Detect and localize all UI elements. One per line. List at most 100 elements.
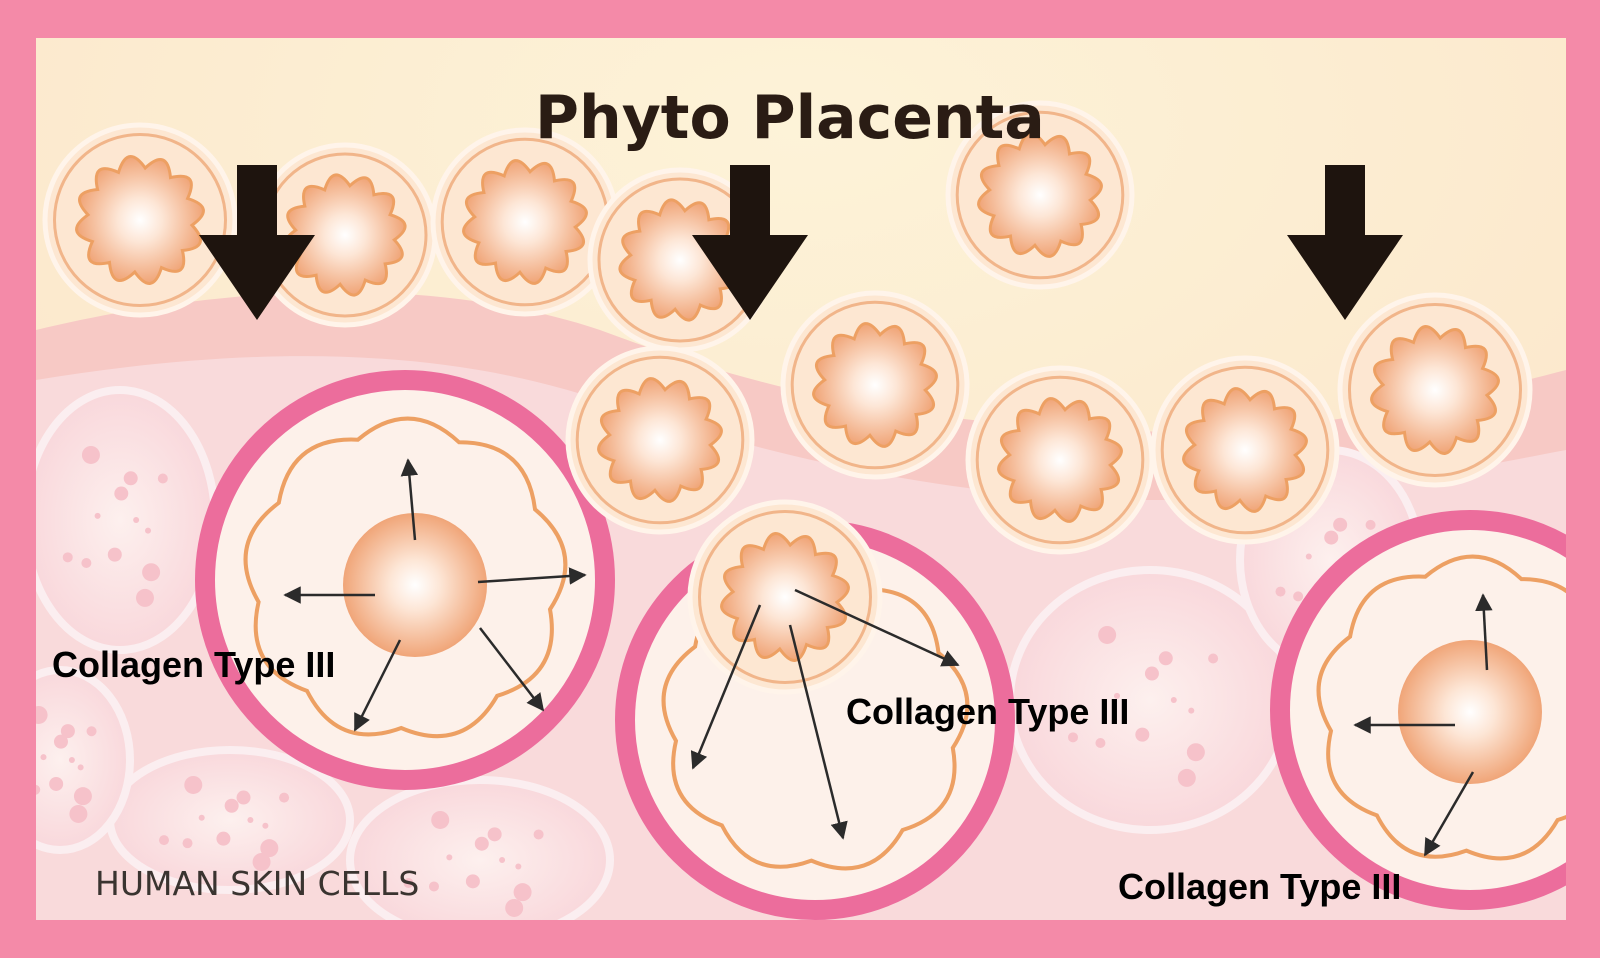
phyto-particle-icon [687, 499, 883, 695]
cell-dot [279, 792, 290, 803]
cell-dot [68, 757, 75, 763]
cell-dot [1365, 519, 1376, 530]
cell-dot [1098, 625, 1117, 644]
collagen-arrow [477, 567, 587, 585]
skin-cells-label: HUMAN SKIN CELLS [95, 864, 419, 903]
collagen-wave [243, 416, 568, 739]
cell-dot [49, 776, 64, 791]
cell-dot [135, 588, 154, 607]
cell-nucleus-2 [1398, 640, 1542, 784]
cell-dot [1186, 743, 1205, 762]
cell-dot [60, 724, 75, 739]
cell-dot [1305, 553, 1312, 560]
cell-dot [1170, 697, 1177, 703]
cell-dot [1275, 586, 1286, 597]
phyto-particle-icon [42, 122, 238, 318]
cell-dot [403, 877, 414, 888]
collagen-arrow [479, 627, 545, 712]
cell-dot [1113, 692, 1120, 699]
down-arrow-icon [199, 165, 315, 320]
cell-dot [77, 764, 84, 771]
cell-dot [114, 486, 129, 501]
cell-dot [1188, 707, 1195, 714]
collagen-arrow [788, 624, 848, 840]
cell-dot [69, 804, 88, 823]
phyto-particles [42, 100, 1533, 695]
cell-dot [198, 814, 205, 821]
diagram-title: Phyto Placenta [535, 83, 1045, 153]
collagen-arrows [283, 458, 1493, 857]
skin-cell-bg-3 [346, 776, 614, 920]
phyto-particle-icon [1337, 292, 1533, 488]
cell-dot [73, 787, 92, 806]
cell-dot [1208, 653, 1219, 664]
cell-dot [260, 839, 279, 858]
cell-dot [36, 784, 41, 795]
cell-dot [133, 517, 140, 523]
cell-dot [123, 471, 138, 486]
collagen-arrow [690, 604, 762, 770]
cell-dot [86, 726, 97, 737]
cell-dot [1333, 517, 1348, 532]
cell-dot [53, 734, 68, 749]
cell-dot [431, 810, 450, 829]
cell-dot [216, 831, 231, 846]
penetration-arrows [199, 165, 1403, 320]
cell-dot [81, 445, 100, 464]
phyto-particle-icon [945, 100, 1135, 290]
collagen-arrow [1423, 771, 1475, 857]
phyto-particle-icon [780, 290, 970, 480]
cell-dot [1144, 666, 1159, 681]
collagen-arrow [400, 458, 419, 541]
cell-dot [94, 512, 101, 519]
cell-dot [158, 835, 169, 846]
collagen-arrow [794, 588, 960, 667]
collagen-label-1: Collagen Type III [52, 644, 335, 685]
cell-dot [40, 754, 47, 761]
down-arrow-icon [1287, 165, 1403, 320]
cell-dot [474, 836, 489, 851]
cell-dot [428, 881, 439, 892]
collagen-label-3: Collagen Type III [1118, 866, 1401, 907]
cell-dot [1067, 732, 1078, 743]
cell-dot [1158, 651, 1173, 666]
collagen-arrow [353, 639, 402, 732]
down-arrow-icon [692, 165, 808, 320]
cell-dot [182, 838, 193, 849]
cell-dot [1135, 727, 1150, 742]
collagen-wave [1316, 554, 1566, 861]
cell-dot [262, 822, 269, 829]
skin-cell-bg-1 [36, 386, 219, 654]
cell-dot [465, 874, 480, 889]
collagen-wave [661, 564, 970, 871]
cell-dot [81, 558, 92, 569]
cell-dot [62, 552, 73, 563]
cell-dot [1095, 738, 1106, 749]
collagen-label-2: Collagen Type III [846, 691, 1129, 732]
cell-dot [236, 790, 251, 805]
cell-dot [142, 563, 161, 582]
cell-dot [247, 817, 254, 823]
phyto-particle-icon [965, 365, 1155, 555]
cell-dot [1324, 530, 1339, 545]
phyto-particle-icon [1150, 355, 1340, 545]
cell-dot [252, 852, 271, 871]
skin-cell-bg-6 [36, 666, 134, 854]
cell-dot [157, 473, 168, 484]
cell-dot [499, 857, 506, 863]
collagen-arrow [1475, 593, 1493, 671]
cell-nucleus-1 [343, 513, 487, 657]
cell-dot [224, 798, 239, 813]
phyto-particle-icon [565, 345, 755, 535]
cell-dot [107, 547, 122, 562]
phyto-particle-icon [430, 127, 620, 317]
cell-dot [515, 863, 522, 870]
cell-dot [1177, 768, 1196, 787]
cell-dot [487, 827, 502, 842]
cell-dot [184, 775, 203, 794]
cell-dot [145, 527, 152, 534]
cell-dot [446, 854, 453, 861]
cell-dot [505, 898, 524, 917]
